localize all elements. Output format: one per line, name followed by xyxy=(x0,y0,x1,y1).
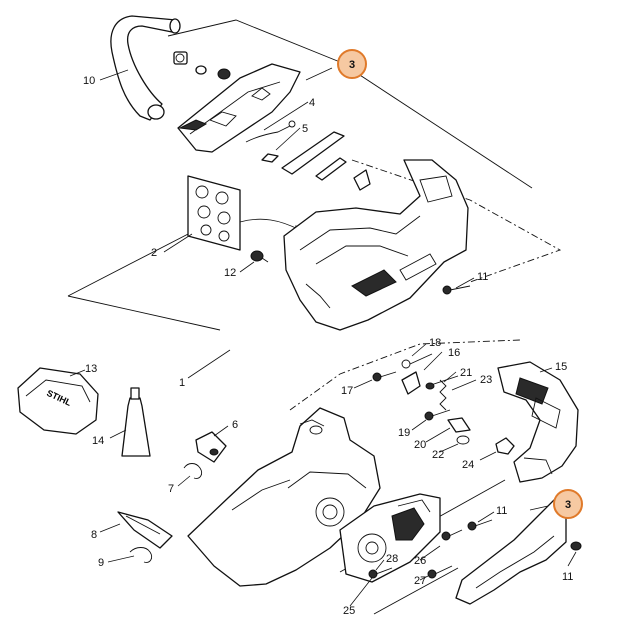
label-24: 24 xyxy=(462,459,474,471)
bracket-part-6 xyxy=(195,431,227,463)
screw-11-lower-b xyxy=(570,541,582,551)
label-11-lower: 11 xyxy=(496,505,507,517)
screw-11-upper xyxy=(442,285,471,295)
pin-21 xyxy=(425,375,459,390)
cap-24 xyxy=(495,437,515,455)
callout-3-bottom-label: 3 xyxy=(565,499,571,511)
handle-cover-top xyxy=(177,63,301,153)
callout-3-bottom[interactable]: 3 xyxy=(553,489,583,519)
leader-lines xyxy=(69,67,577,607)
screw-19 xyxy=(424,409,451,421)
label-19: 19 xyxy=(398,427,410,439)
warning-label-sheet xyxy=(187,175,241,251)
label-25: 25 xyxy=(343,605,355,617)
spring-23 xyxy=(439,379,447,411)
brake-band-plate xyxy=(339,493,441,583)
screw-12 xyxy=(250,250,269,263)
screw-11-lower-a xyxy=(467,519,493,531)
guide-plate-8 xyxy=(117,511,173,549)
shroud-cover: STIHL xyxy=(17,367,99,435)
lever-part-5 xyxy=(261,131,371,191)
dashdot-outline-handle xyxy=(289,159,562,411)
screw-28 xyxy=(368,567,393,579)
label-5: 5 xyxy=(302,123,308,135)
lever-20 xyxy=(447,417,471,433)
anchor-bracket-16 xyxy=(401,353,433,395)
label-23: 23 xyxy=(480,374,492,386)
label-21: 21 xyxy=(460,367,472,379)
label-28: 28 xyxy=(386,553,398,565)
label-8: 8 xyxy=(91,529,97,541)
label-18: 18 xyxy=(429,337,441,349)
callout-3-top-label: 3 xyxy=(349,59,355,71)
label-4: 4 xyxy=(309,97,315,109)
screw-small-top xyxy=(217,68,231,80)
screw-26 xyxy=(441,529,463,541)
label-13: 13 xyxy=(85,363,97,375)
label-27: 27 xyxy=(414,575,426,587)
label-12: 12 xyxy=(224,267,236,279)
engine-housing-lower xyxy=(187,407,381,587)
spring-part-4 xyxy=(245,120,296,143)
label-11-bottom: 11 xyxy=(562,571,573,583)
label-14: 14 xyxy=(92,435,104,447)
sprocket-cover-lower xyxy=(455,499,567,605)
hand-guard xyxy=(497,361,579,483)
label-16: 16 xyxy=(448,347,460,359)
label-26: 26 xyxy=(414,555,426,567)
spring-clip-7 xyxy=(183,463,203,479)
label-17: 17 xyxy=(341,385,353,397)
label-22: 22 xyxy=(432,449,444,461)
label-11-upper: 11 xyxy=(477,271,488,283)
handlebar-tube xyxy=(110,15,181,121)
grease-tube xyxy=(121,387,151,457)
part-labels: 10 4 5 2 12 11 1 13 14 6 7 8 9 18 16 17 … xyxy=(83,75,573,617)
label-1: 1 xyxy=(179,377,185,389)
ring-part xyxy=(195,65,207,75)
label-arrow xyxy=(239,218,301,231)
label-10: 10 xyxy=(83,75,95,87)
label-20: 20 xyxy=(414,439,426,451)
label-6: 6 xyxy=(232,419,238,431)
handle-housing xyxy=(283,159,469,331)
screw-17 xyxy=(372,371,397,382)
sleeve-part xyxy=(173,51,188,65)
label-2: 2 xyxy=(151,247,157,259)
label-15: 15 xyxy=(555,361,567,373)
callout-3-top[interactable]: 3 xyxy=(337,49,367,79)
screw-27 xyxy=(427,565,453,579)
label-7: 7 xyxy=(168,483,174,495)
label-9: 9 xyxy=(98,557,104,569)
spring-9 xyxy=(129,547,153,563)
clip-22 xyxy=(456,435,470,445)
